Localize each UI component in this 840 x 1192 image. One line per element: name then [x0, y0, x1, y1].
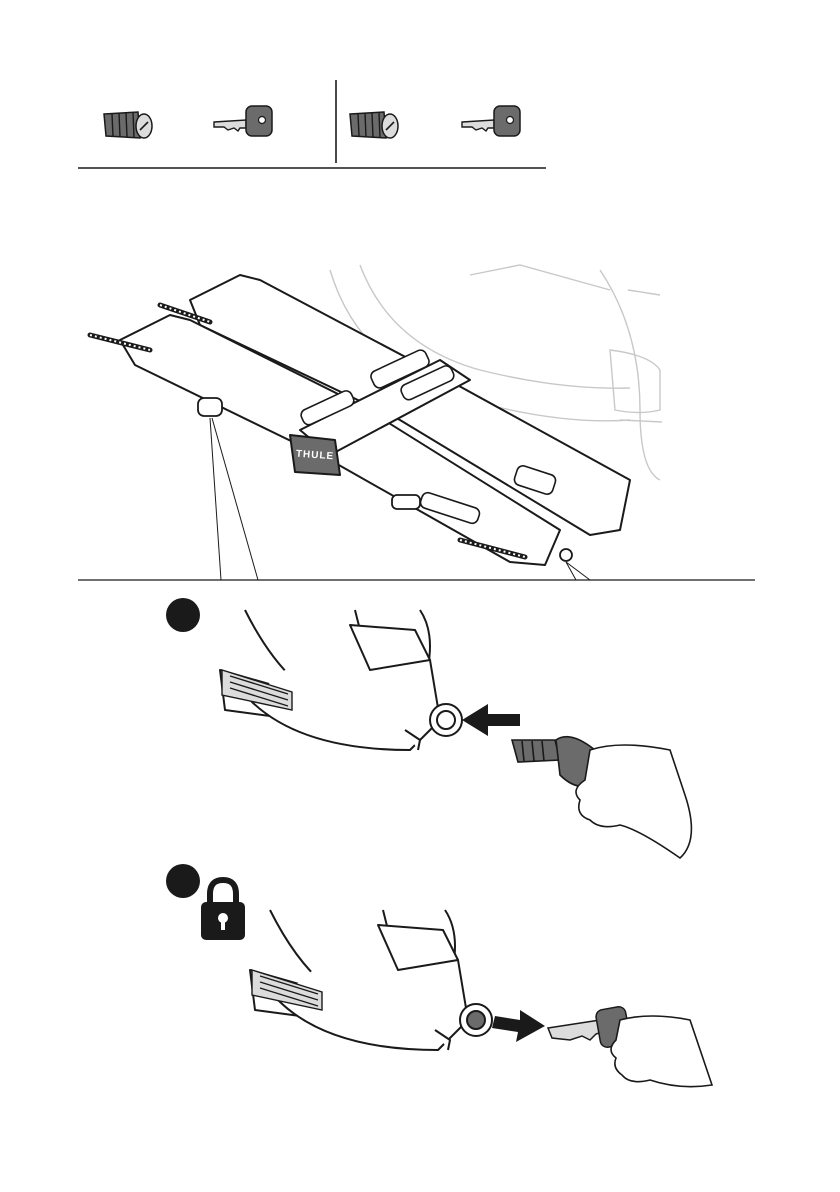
key-icon [458, 100, 524, 140]
parts-panel [0, 0, 840, 200]
key-icon [210, 100, 276, 140]
remove-key-illustration [0, 900, 840, 1110]
lock-cylinder-icon [346, 108, 402, 142]
bike-carrier-illustration [0, 250, 840, 590]
step-2-marker [166, 864, 200, 898]
section-divider [0, 578, 840, 584]
insert-lock-cylinder-illustration [0, 600, 840, 870]
parts-panel-lines [0, 0, 840, 200]
lock-cylinder-icon [100, 108, 156, 142]
